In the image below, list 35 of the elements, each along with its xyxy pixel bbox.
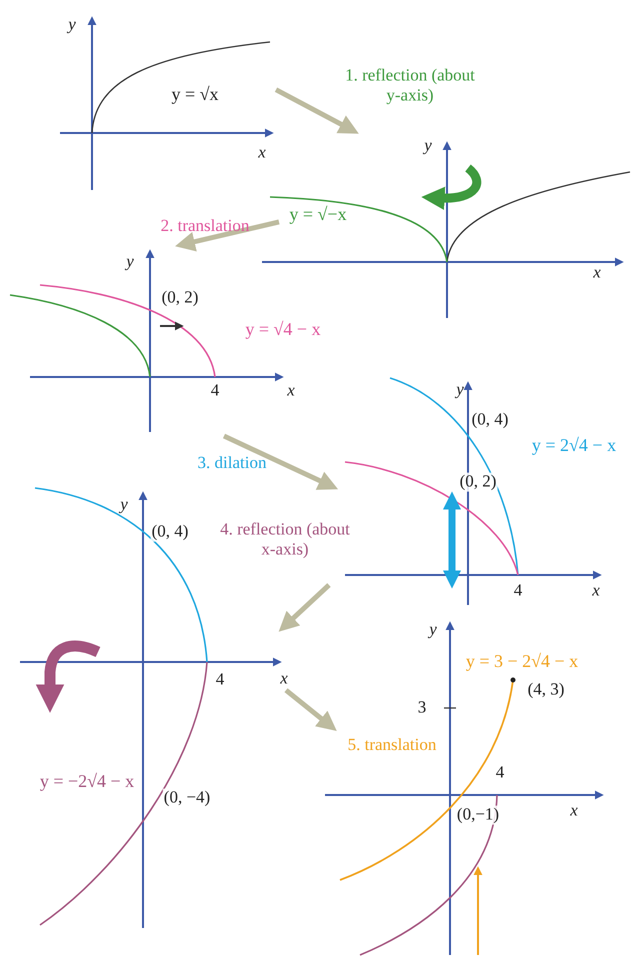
point-label: (0, 2) (458, 472, 498, 492)
axis-label: y (424, 136, 432, 156)
equation-label: y = 2√4 − x (532, 436, 616, 456)
equation-label: y = 3 − 2√4 − x (466, 652, 578, 672)
axis-label: y (126, 252, 134, 272)
arrow (274, 88, 359, 134)
point-label: (0, 4) (150, 522, 190, 542)
axis-label: x (287, 382, 295, 400)
axis-label: y (68, 16, 76, 34)
axis-label: x (258, 144, 266, 162)
axis-label: x (570, 802, 578, 820)
edge-label: 2. translation (160, 216, 250, 236)
arrow (278, 583, 331, 632)
equation-label: y = √4 − x (245, 320, 321, 340)
point-label: (4, 3) (526, 680, 566, 700)
edge-label: 4. reflection (about x-axis) (220, 520, 350, 560)
arrow (222, 434, 338, 490)
axis-label: x (280, 670, 288, 688)
edge-label: 3. dilation (196, 452, 268, 474)
axis-label: y (456, 380, 464, 400)
equation-label: y = √x (171, 85, 219, 105)
edge-label: 1. reflection (about y-axis) (344, 66, 476, 106)
point-label: (0, −4) (162, 788, 212, 808)
edge-label: 5. translation (346, 734, 438, 756)
point-label: (0, 4) (470, 410, 510, 430)
point-label: (0, 2) (160, 288, 200, 308)
equation-label: y = √−x (289, 205, 347, 225)
axis-label: x (592, 582, 600, 600)
arrow (175, 220, 280, 252)
axis-label: y (429, 620, 437, 640)
equation-label: y = −2√4 − x (40, 772, 134, 792)
point-label: (0,−1) (456, 806, 500, 824)
axis-label: x (593, 264, 601, 282)
arrow (284, 688, 337, 732)
axis-label: y (120, 496, 128, 514)
